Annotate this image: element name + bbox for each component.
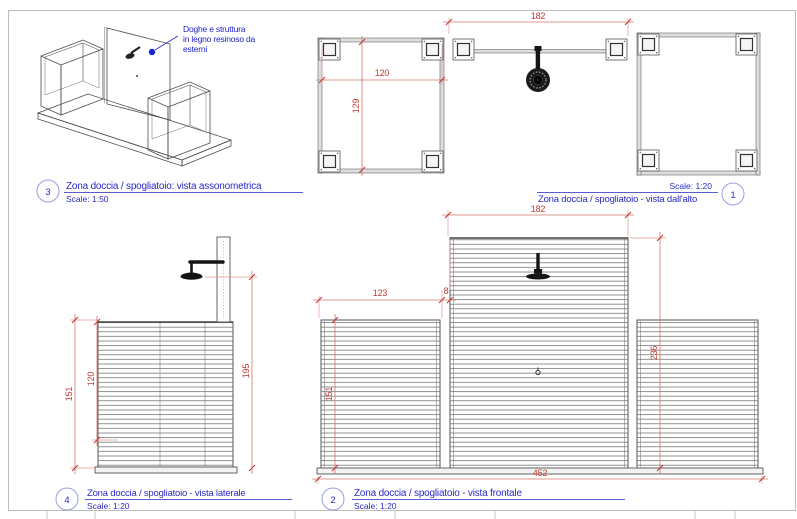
dim-236-front: 236 xyxy=(649,346,659,361)
annotation-text-line2: in legno resinoso da xyxy=(183,34,256,44)
view-number-badge xyxy=(55,487,79,511)
shower-head-3d-icon xyxy=(125,46,141,77)
view-number: 4 xyxy=(64,495,69,506)
title-block-side: 4 Zona doccia / spogliatoio - vista late… xyxy=(55,487,292,511)
shower-panel-3d xyxy=(104,27,171,121)
view-number-badge xyxy=(321,487,345,511)
axonometric-view: Doghe e struttura in legno resinoso da e… xyxy=(36,24,303,204)
view-title: Zona doccia / spogliatoio - vista dall'a… xyxy=(538,194,697,205)
view-number-badge xyxy=(721,182,745,206)
view-scale: Scale: 1:20 xyxy=(669,181,712,191)
side-view-dimensions: 151 120 195 xyxy=(64,271,257,474)
left-cabin-3d xyxy=(40,39,104,116)
shower-knob-icon xyxy=(535,367,541,376)
sheet-frame xyxy=(8,10,796,519)
front-view: 182 123 8 151 236 452 xyxy=(312,204,768,511)
top-middle-bay xyxy=(452,38,628,92)
view-title: Zona doccia / spogliatoio - vista latera… xyxy=(87,488,245,499)
base-slab xyxy=(36,93,233,167)
front-base xyxy=(316,467,764,475)
side-shower-post xyxy=(216,236,231,323)
top-left-bay xyxy=(317,37,445,174)
shower-front-icon xyxy=(526,253,550,280)
top-right-bay xyxy=(636,32,761,176)
title-block-front: 2 Zona doccia / spogliatoio - vista fron… xyxy=(321,487,625,511)
annotation-dot-icon xyxy=(148,48,156,56)
dim-120-side: 120 xyxy=(86,372,96,387)
dim-151-side: 151 xyxy=(64,387,74,402)
view-title: Zona doccia / spogliatoio - vista fronta… xyxy=(354,488,522,499)
view-number: 1 xyxy=(730,190,735,201)
view-number: 2 xyxy=(330,495,335,506)
view-scale: Scale: 1:50 xyxy=(66,194,109,204)
dim-182-front: 182 xyxy=(531,204,546,214)
dim-151-front: 151 xyxy=(324,387,334,402)
front-right-panel xyxy=(636,319,759,469)
side-view: 151 120 195 4 Zona doccia / spogliatoio … xyxy=(55,236,292,511)
title-block-top: Scale: 1:20 Zona doccia / spogliatoio - … xyxy=(537,181,745,206)
annotation-text-line1: Doghe e struttura xyxy=(183,24,246,34)
annotation-text-line3: esterni xyxy=(183,44,207,54)
dim-452-front: 452 xyxy=(533,468,548,478)
dim-123-front: 123 xyxy=(373,288,388,298)
view-number: 3 xyxy=(45,187,50,198)
dim-195-side: 195 xyxy=(241,364,251,379)
view-scale: Scale: 1:20 xyxy=(354,501,397,511)
dim-182-top: 182 xyxy=(531,11,546,21)
shower-side-icon xyxy=(180,260,225,280)
shower-top-icon xyxy=(526,46,550,92)
front-view-dimensions: 182 123 8 151 236 452 xyxy=(312,204,768,484)
view-number-badge xyxy=(36,179,60,203)
side-base xyxy=(94,466,238,474)
dim-120-top: 120 xyxy=(375,68,390,78)
front-middle-panel xyxy=(449,237,629,469)
dim-129-top: 129 xyxy=(351,99,361,114)
right-cabin-3d xyxy=(147,81,211,160)
view-scale: Scale: 1:20 xyxy=(87,501,130,511)
view-title: Zona doccia / spogliatoio: vista assonom… xyxy=(66,181,262,192)
side-slat-wall xyxy=(97,321,234,468)
front-left-panel xyxy=(320,319,441,469)
material-annotation: Doghe e struttura in legno resinoso da e… xyxy=(148,24,256,56)
title-block-axonometric: 3 Zona doccia / spogliatoio: vista asson… xyxy=(36,179,303,204)
dim-8-front: 8 xyxy=(444,286,449,296)
top-view-dimensions: 182 120 129 xyxy=(316,11,634,176)
top-view: 182 120 129 Scale: 1:20 Zona doccia / sp… xyxy=(316,11,761,206)
